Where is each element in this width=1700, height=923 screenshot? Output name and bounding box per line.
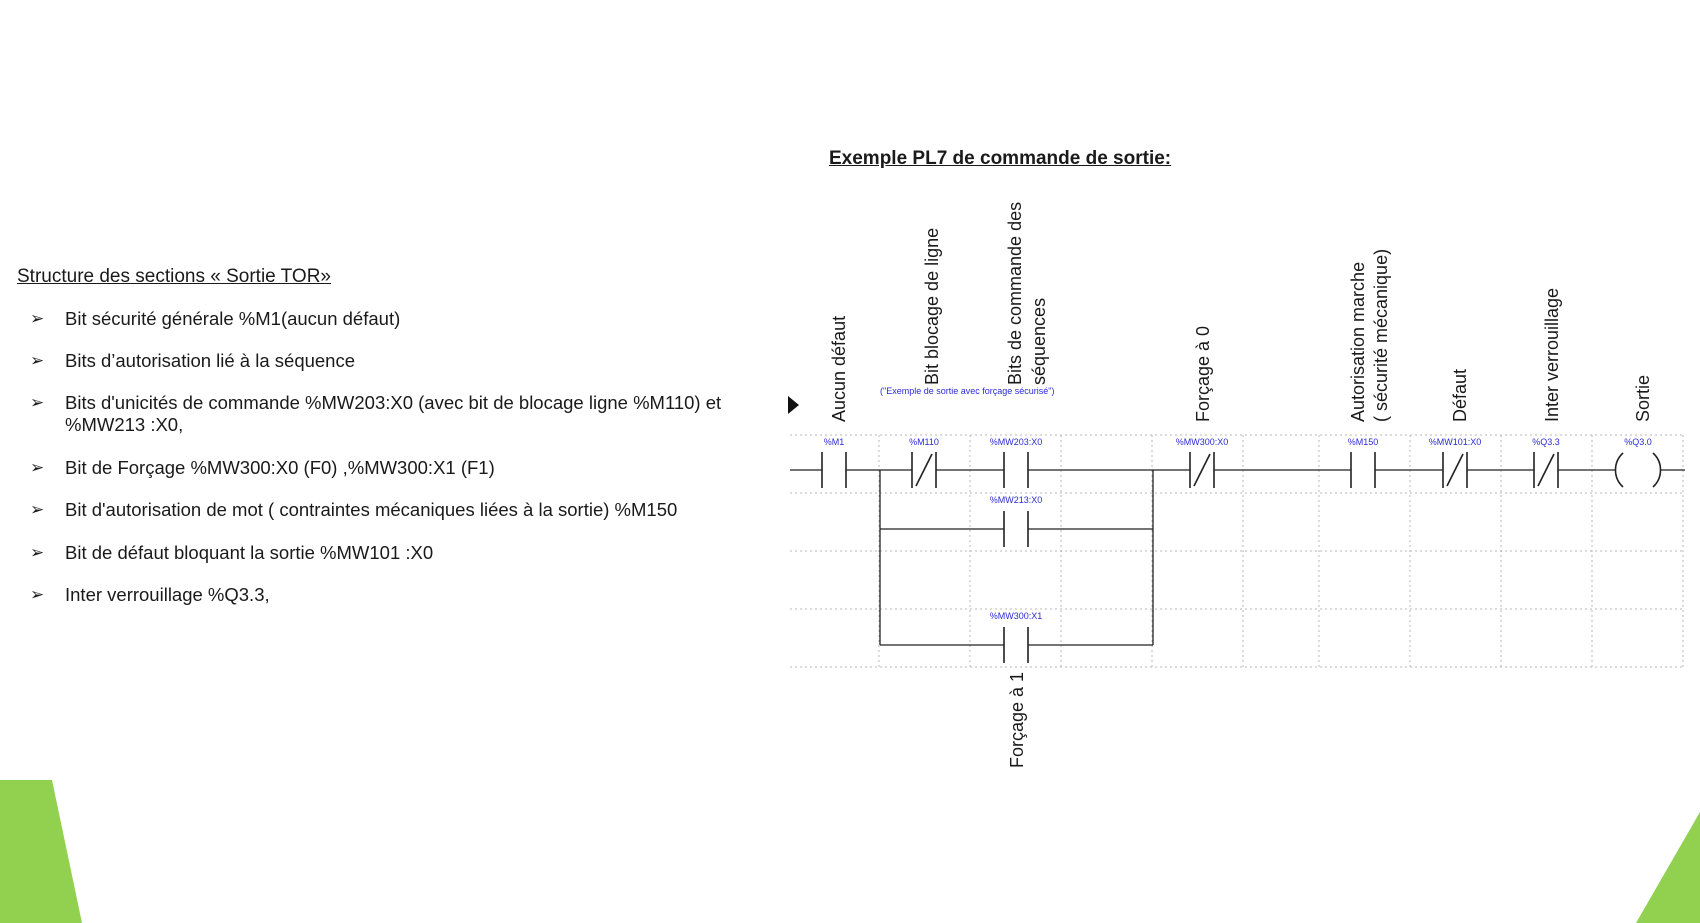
arrow-bullet-icon: ➢ — [30, 458, 45, 477]
contact-no-mw203 — [1003, 452, 1029, 488]
play-marker-icon — [788, 396, 799, 414]
green-corner-right — [1636, 812, 1700, 923]
contact-nc-mw101 — [1442, 452, 1468, 488]
list-item-text: Bits d’autorisation lié à la séquence — [65, 350, 356, 371]
arrow-bullet-icon: ➢ — [30, 393, 45, 412]
arrow-bullet-icon: ➢ — [30, 543, 45, 562]
list-item: ➢ Bits d'unicités de commande %MW203:X0 … — [30, 392, 770, 436]
arrow-bullet-icon: ➢ — [30, 351, 45, 370]
diagram-title: Exemple PL7 de commande de sortie: — [829, 148, 1172, 169]
contact-tag: %Q3.3 — [1532, 437, 1560, 447]
label-forcage-1: Forçage à 1 — [1007, 672, 1027, 768]
contact-tag: %MW213:X0 — [990, 495, 1043, 505]
list-item: ➢ Bit d'autorisation de mot ( contrainte… — [30, 499, 770, 521]
label-bits-commande-line1: Bits de commande des — [1005, 202, 1025, 385]
arrow-bullet-icon: ➢ — [30, 500, 45, 519]
coil-tag: %Q3.0 — [1624, 437, 1652, 447]
list-item: ➢ Bit de Forçage %MW300:X0 (F0) ,%MW300:… — [30, 457, 770, 479]
label-sortie: Sortie — [1633, 375, 1653, 422]
contact-no-mw213 — [1003, 511, 1029, 547]
label-defaut: Défaut — [1450, 369, 1470, 422]
contact-tag: %M1 — [824, 437, 845, 447]
contact-nc-m110 — [911, 452, 937, 488]
wires — [790, 469, 1685, 646]
section-title: Structure des sections « Sortie TOR» — [17, 266, 332, 287]
contacts — [821, 452, 1662, 663]
label-aucun-defaut: Aucun défaut — [829, 316, 849, 422]
list-item: ➢ Bits d’autorisation lié à la séquence — [30, 350, 770, 372]
contact-nc-q33 — [1533, 452, 1559, 488]
list-item: ➢ Bit sécurité générale %M1(aucun défaut… — [30, 308, 770, 330]
contact-no-m1 — [821, 452, 847, 488]
label-autorisation-line2: ( sécurité mécanique) — [1371, 249, 1391, 422]
label-forcage-0: Forçage à 0 — [1193, 326, 1213, 422]
column-labels: Aucun défaut Bit blocage de ligne Bits d… — [829, 202, 1653, 768]
contact-tag: %MW300:X0 — [1176, 437, 1229, 447]
label-bits-commande-line2: séquences — [1029, 298, 1049, 385]
list-item-text: Bit de défaut bloquant la sortie %MW101 … — [65, 542, 434, 563]
arrow-bullet-icon: ➢ — [30, 309, 45, 328]
list-item-text: Bit sécurité générale %M1(aucun défaut) — [65, 308, 401, 329]
list-item-text: Inter verrouillage %Q3.3, — [65, 584, 270, 605]
list-item-text: Bit d'autorisation de mot ( contraintes … — [65, 499, 678, 520]
label-inter-verrouillage: Inter verrouillage — [1542, 288, 1562, 422]
contact-tag: %M110 — [909, 437, 939, 447]
contact-no-mw300-x1 — [1003, 627, 1029, 663]
contact-tag: %MW101:X0 — [1429, 437, 1482, 447]
list-item: ➢ Inter verrouillage %Q3.3, — [30, 584, 770, 606]
diagram-note: ("Exemple de sortie avec forçage sécuris… — [880, 386, 1054, 396]
contact-tag: %MW203:X0 — [990, 437, 1043, 447]
contact-tag: %M150 — [1348, 437, 1379, 447]
green-corner-left — [0, 780, 82, 923]
label-bit-blocage: Bit blocage de ligne — [922, 228, 942, 385]
contact-nc-mw300-x0 — [1189, 452, 1215, 488]
contact-tag: %MW300:X1 — [990, 611, 1043, 621]
arrow-bullet-icon: ➢ — [30, 585, 45, 604]
list-item: ➢ Bit de défaut bloquant la sortie %MW10… — [30, 542, 770, 564]
coil-q30 — [1614, 452, 1662, 488]
contact-no-m150 — [1350, 452, 1376, 488]
label-autorisation-line1: Autorisation marche — [1348, 262, 1368, 422]
contact-tags: %M1 %M110 %MW203:X0 %MW213:X0 %MW300:X1 … — [824, 437, 1652, 621]
list-item-text: Bits d'unicités de commande %MW203:X0 (a… — [65, 392, 722, 435]
list-item-text: Bit de Forçage %MW300:X0 (F0) ,%MW300:X1… — [65, 457, 495, 478]
grid — [790, 434, 1684, 668]
